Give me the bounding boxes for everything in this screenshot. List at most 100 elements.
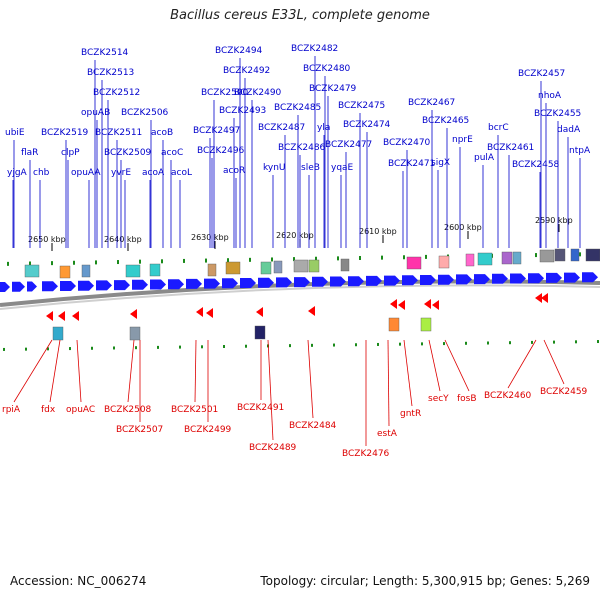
feature-box	[477, 252, 493, 266]
gene-label-top: BCZK2496	[197, 146, 245, 156]
forward-gene-arrow	[27, 281, 37, 292]
feature-box	[512, 251, 522, 265]
gene-label-bottom: BCZK2508	[104, 405, 152, 415]
gene-label-top: BCZK2519	[41, 128, 89, 138]
forward-gene-arrow	[456, 274, 472, 285]
gene-label-top: bcrC	[488, 123, 509, 133]
bottom-label-leader	[194, 339, 197, 403]
gene-label-bottom: BCZK2459	[540, 387, 588, 397]
bottom-label-leader	[307, 339, 314, 419]
reverse-gene-arrow	[196, 307, 203, 317]
bottom-label-leader	[387, 339, 390, 427]
forward-gene-arrow	[240, 278, 256, 288]
gene-label-top: sleB	[301, 163, 320, 173]
gene-label-top: BCZK2493	[219, 106, 266, 116]
gene-label-top: BCZK2506	[121, 108, 169, 118]
scale-tick-label: 2610 kbp	[359, 227, 397, 236]
gene-label-top: BCZK2494	[215, 46, 263, 56]
feature-box-lower	[254, 325, 266, 340]
feature-box	[273, 260, 283, 274]
scale-tick-label: 2650 kbp	[28, 235, 66, 244]
gene-label-top: flaR	[21, 148, 38, 158]
reverse-gene-arrow	[72, 311, 79, 321]
gene-label-bottom: estA	[377, 429, 398, 439]
reverse-gene-arrow	[390, 299, 397, 309]
gene-label-bottom: gntR	[400, 409, 421, 419]
feature-box	[570, 248, 580, 262]
gene-label-top: BCZK2509	[104, 148, 152, 158]
feature-box	[207, 263, 217, 277]
forward-gene-arrow	[168, 279, 184, 290]
feature-box	[340, 258, 350, 272]
gene-label-top: yla	[317, 123, 330, 133]
gene-label-top: acoB	[151, 128, 173, 138]
feature-box	[149, 263, 161, 277]
feature-box	[260, 261, 272, 275]
bottom-label-leader	[428, 339, 441, 392]
gene-label-top: BCZK2514	[81, 48, 129, 58]
bottom-label-leader	[507, 339, 537, 389]
forward-gene-arrow	[0, 282, 10, 292]
forward-gene-arrow	[438, 274, 454, 285]
gene-label-top: BCZK2490	[234, 88, 282, 98]
feature-box	[59, 265, 71, 279]
feature-box-lower	[420, 317, 432, 332]
gene-label-top: BCZK2455	[534, 109, 581, 119]
gene-label-top: BCZK2487	[258, 123, 305, 133]
gene-label-bottom: BCZK2501	[171, 405, 218, 415]
forward-gene-arrow	[474, 274, 490, 285]
gene-label-top: yvrE	[111, 168, 131, 178]
bottom-label-leader	[403, 339, 413, 407]
reverse-gene-arrow	[130, 309, 137, 319]
forward-gene-arrow	[12, 281, 25, 292]
gene-label-top: ntpA	[569, 146, 591, 156]
gene-label-top: BCZK2477	[325, 140, 372, 150]
gene-label-top: BCZK2500	[201, 88, 249, 98]
gene-label-bottom: BCZK2507	[116, 425, 163, 435]
feature-box	[81, 264, 91, 278]
gene-label-bottom: BCZK2491	[237, 403, 284, 413]
gene-label-top: BCZK2465	[422, 116, 469, 126]
gene-label-bottom: fdx	[41, 405, 56, 415]
accession-text: Accession: NC_006274	[10, 574, 147, 588]
gene-label-top: pulA	[474, 153, 495, 163]
feature-box	[406, 256, 422, 270]
gene-label-top: kynU	[263, 163, 286, 173]
gene-label-top: clpP	[61, 148, 80, 158]
forward-gene-arrow	[186, 278, 202, 289]
gene-label-top: yjgA	[7, 168, 28, 178]
feature-box	[293, 259, 309, 273]
feature-box	[539, 249, 555, 263]
gene-label-top: acoR	[223, 166, 245, 176]
reverse-gene-arrow	[398, 300, 405, 310]
forward-gene-arrow	[384, 275, 400, 286]
reverse-gene-arrow	[58, 311, 65, 321]
bottom-label-leader	[49, 339, 61, 403]
gene-label-bottom: fosB	[457, 394, 477, 404]
bottom-label-leader	[267, 339, 274, 441]
topology-text: Topology: circular; Length: 5,300,915 bp…	[260, 574, 590, 588]
feature-box-lower	[388, 317, 400, 332]
gene-label-bottom: BCZK2499	[184, 425, 232, 435]
reverse-gene-arrow	[541, 293, 548, 303]
gene-label-top: BCZK2479	[309, 84, 357, 94]
feature-box-lower	[129, 326, 141, 341]
feature-box	[465, 253, 475, 267]
feature-box	[501, 251, 513, 265]
feature-box	[585, 248, 600, 262]
scale-tick-label: 2600 kbp	[444, 223, 482, 232]
gene-label-top: sigX	[431, 158, 450, 168]
bottom-label-leader	[543, 339, 565, 385]
gene-label-top: acoL	[171, 168, 192, 178]
forward-gene-arrow	[348, 276, 364, 287]
forward-gene-arrow	[402, 275, 418, 286]
gene-label-top: nprE	[452, 135, 473, 145]
feature-box	[438, 255, 450, 269]
gene-label-bottom: BCZK2460	[484, 391, 532, 401]
gene-label-top: BCZK2467	[408, 98, 455, 108]
forward-gene-arrow	[204, 278, 220, 289]
gene-label-top: ubiE	[5, 128, 25, 138]
forward-gene-arrow	[132, 279, 148, 290]
gene-label-bottom: BCZK2476	[342, 449, 390, 459]
